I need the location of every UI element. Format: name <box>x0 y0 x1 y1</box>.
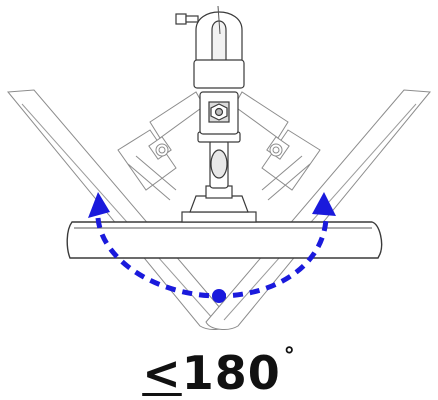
angle-value: 180 <box>181 346 281 400</box>
rotation-arc <box>88 192 336 303</box>
top-clamp <box>175 5 245 89</box>
mount-stem <box>197 91 241 189</box>
arrow-head-right <box>312 192 336 216</box>
degree-symbol: ° <box>283 344 296 369</box>
tilted-bracket-left <box>117 91 205 201</box>
mount-base <box>181 185 257 223</box>
max-angle-label: <180° <box>0 344 438 400</box>
pivot-dot <box>212 289 226 303</box>
tilted-bracket-right <box>233 91 321 201</box>
arrow-head-left <box>88 192 110 218</box>
less-equal-symbol: < <box>142 346 182 400</box>
